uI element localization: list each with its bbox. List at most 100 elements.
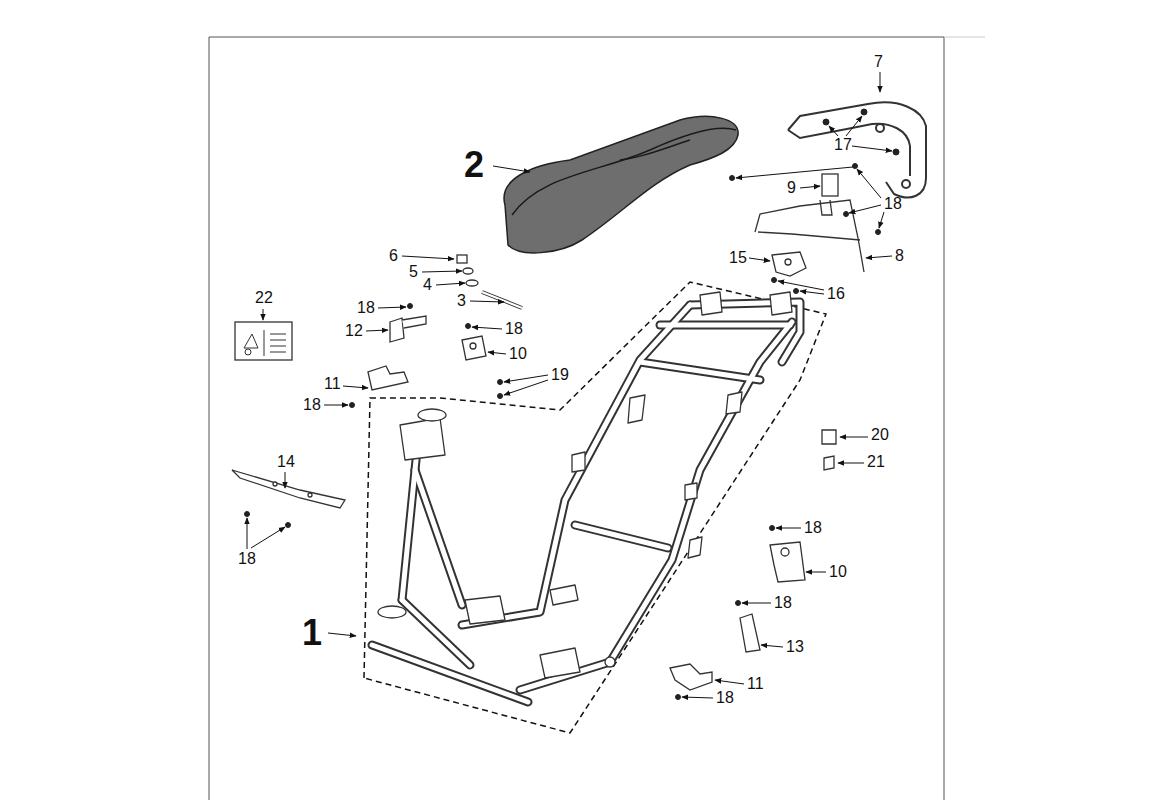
small-parts bbox=[390, 318, 404, 342]
frame-tubes bbox=[462, 305, 690, 625]
leader-lines bbox=[366, 330, 388, 331]
small-parts bbox=[781, 548, 789, 556]
bolts bbox=[498, 380, 503, 385]
bolts bbox=[893, 149, 899, 155]
grab-rail bbox=[788, 102, 926, 197]
small-parts bbox=[670, 664, 712, 690]
bolts bbox=[794, 289, 799, 294]
callout-number: 18 bbox=[302, 396, 322, 414]
bolts bbox=[245, 109, 900, 700]
seat bbox=[620, 140, 690, 160]
frame-tubes bbox=[372, 292, 800, 702]
leader-lines bbox=[879, 212, 884, 228]
leader-lines bbox=[470, 301, 504, 302]
small-parts bbox=[482, 292, 522, 308]
grab-rail bbox=[876, 124, 884, 132]
frame-tubes bbox=[402, 600, 470, 665]
small-parts bbox=[482, 292, 522, 308]
frame-group-outline bbox=[364, 282, 826, 733]
bolts bbox=[676, 695, 681, 700]
leader-lines bbox=[504, 380, 548, 395]
callout-number: 11 bbox=[746, 675, 765, 693]
leader-lines bbox=[846, 116, 862, 136]
leader-lines bbox=[840, 437, 868, 438]
leader-lines bbox=[343, 386, 368, 388]
leader-lines bbox=[285, 472, 286, 488]
bolts bbox=[861, 109, 867, 115]
bolts bbox=[772, 278, 777, 283]
bolts bbox=[408, 304, 413, 309]
small-parts bbox=[740, 614, 760, 652]
small-parts bbox=[772, 252, 806, 276]
leader-lines bbox=[778, 281, 824, 290]
grab-rail bbox=[788, 102, 926, 197]
frame-tubes bbox=[462, 305, 690, 625]
frame-tubes bbox=[685, 483, 697, 500]
bolts bbox=[844, 212, 849, 217]
small-parts bbox=[273, 482, 277, 486]
frame-tubes bbox=[660, 321, 790, 330]
frame-tubes bbox=[575, 525, 668, 548]
callout-number: 18 bbox=[883, 195, 903, 213]
small-parts bbox=[820, 200, 832, 215]
callout-number: 18 bbox=[504, 320, 524, 338]
leader-lines bbox=[866, 256, 892, 258]
sticker bbox=[245, 349, 251, 355]
frame-tubes bbox=[372, 645, 528, 702]
frame-tubes bbox=[415, 470, 462, 605]
small-parts bbox=[755, 200, 864, 272]
leader-lines bbox=[247, 72, 892, 698]
seat bbox=[504, 116, 738, 252]
small-parts bbox=[758, 232, 860, 240]
callout-number: 4 bbox=[422, 276, 433, 294]
sticker bbox=[264, 330, 265, 356]
callout-number: 18 bbox=[356, 299, 376, 317]
bolts bbox=[730, 176, 735, 181]
small-parts bbox=[785, 259, 791, 265]
bolts bbox=[498, 394, 503, 399]
bolts bbox=[876, 230, 881, 235]
small-parts bbox=[822, 430, 836, 444]
small-parts bbox=[232, 174, 864, 690]
sticker bbox=[270, 334, 286, 352]
frame-tubes bbox=[400, 418, 445, 460]
frame-tubes bbox=[378, 606, 406, 618]
callout-number: 1 bbox=[301, 614, 323, 652]
small-parts bbox=[822, 174, 838, 196]
callout-number: 17 bbox=[833, 136, 853, 154]
small-parts bbox=[368, 366, 408, 390]
small-parts bbox=[463, 268, 473, 274]
leader-lines bbox=[880, 72, 881, 92]
callout-number: 3 bbox=[456, 292, 467, 310]
leader-lines bbox=[251, 527, 285, 548]
sticker bbox=[244, 334, 258, 348]
bolts bbox=[350, 403, 355, 408]
frame-tubes bbox=[402, 440, 418, 600]
small-parts bbox=[466, 280, 478, 286]
small-parts bbox=[770, 542, 805, 582]
page-border bbox=[209, 37, 985, 800]
sticker bbox=[235, 322, 292, 360]
callout-number: 14 bbox=[276, 453, 296, 471]
callout-number: 9 bbox=[786, 179, 797, 197]
callout-number: 18 bbox=[773, 594, 793, 612]
bolts bbox=[823, 119, 829, 125]
page-border bbox=[209, 37, 944, 800]
leader-lines bbox=[378, 307, 406, 308]
leader-lines bbox=[328, 633, 356, 636]
frame-tubes bbox=[402, 440, 418, 600]
frame-tubes bbox=[418, 409, 446, 421]
frame-tubes bbox=[520, 322, 792, 690]
callout-number: 18 bbox=[237, 550, 257, 568]
leader-lines bbox=[800, 186, 820, 188]
frame-tubes bbox=[540, 648, 580, 678]
leader-lines bbox=[402, 256, 454, 259]
frame-tubes bbox=[700, 292, 722, 315]
leader-lines bbox=[324, 405, 348, 406]
bolts bbox=[466, 324, 471, 329]
frame-tubes bbox=[550, 585, 578, 605]
frame-tubes bbox=[378, 292, 792, 678]
leader-lines bbox=[682, 697, 713, 698]
sticker bbox=[235, 322, 292, 360]
